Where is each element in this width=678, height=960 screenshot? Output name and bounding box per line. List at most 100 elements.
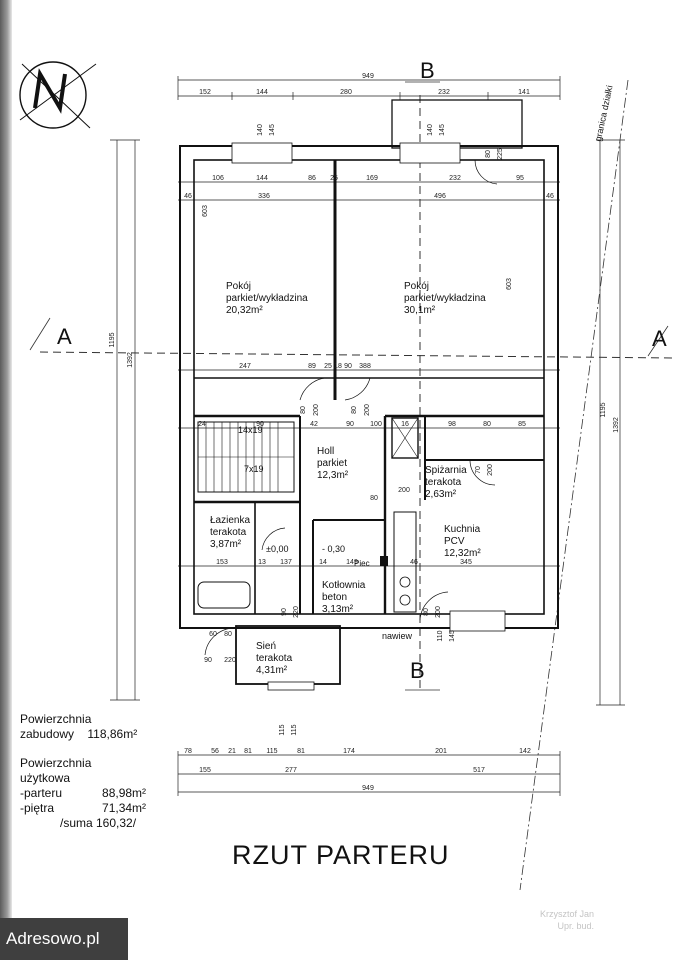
window-dim-label: 80 [485, 150, 492, 158]
window-dim-label: 145 [439, 124, 446, 136]
section-a-right: A [652, 326, 667, 351]
window-dim-label: 145 [449, 630, 456, 642]
dim-room-top: 496 [434, 193, 446, 200]
door-dim-label: 200 [364, 404, 371, 416]
dim-mid: 18 [334, 363, 342, 370]
dim-mid: 90 [344, 363, 352, 370]
suma-row: /suma 160,32/ [60, 816, 137, 830]
door-dim-label: 90 [281, 608, 288, 616]
adresowo-watermark[interactable]: Adresowo.pl [0, 918, 128, 960]
window-dim-label: 115 [279, 724, 286, 735]
dim-top-total: 949 [362, 73, 374, 80]
dim-lower: 14 [319, 559, 327, 566]
dim-room-top: 46 [184, 193, 192, 200]
uzytkowa-label-2: użytkowa [20, 771, 71, 785]
dim-right-vert: 603 [506, 278, 513, 290]
dim-bottom-row1: 81 [297, 748, 305, 755]
dim-bottom-row2: 155 [199, 767, 211, 774]
dim-lower: 149 [346, 559, 358, 566]
plot-boundary-line [519, 79, 629, 891]
section-a-left: A [57, 324, 72, 349]
dim-top-row: 152 [199, 89, 211, 96]
dim-mid: 89 [308, 363, 316, 370]
window-dim-label: 145 [269, 124, 276, 136]
dim-bottom-row1: 174 [343, 748, 355, 755]
stairs-label-1: 14x19 [238, 425, 263, 435]
dim-right-vert: 1392 [613, 417, 620, 433]
door-dim-label: 70 [475, 466, 482, 474]
dim-bottom-row1: 142 [519, 748, 531, 755]
dim-hall: 98 [448, 421, 456, 428]
dim-top-row: 280 [340, 89, 352, 96]
dim-hall: 100 [370, 421, 382, 428]
door-dim-label: 80 [370, 495, 378, 502]
dim-inner-top: 106 [212, 175, 224, 182]
level-marker-1: ±0,00 [266, 544, 289, 554]
dim-mid: 25 [324, 363, 332, 370]
door-dim-label: 200 [398, 487, 410, 494]
dim-bottom-row1: 21 [228, 748, 236, 755]
dim-room-top: 336 [258, 193, 270, 200]
dim-right-vert: 1195 [600, 402, 607, 417]
dim-hall: 80 [483, 421, 491, 428]
dim-hall: 85 [518, 421, 526, 428]
dim-hall: 90 [346, 421, 354, 428]
dim-inner-top: 25 [330, 175, 338, 182]
window-dim-label: 140 [427, 124, 434, 136]
dim-left-vert: 1195 [109, 332, 116, 347]
dim-inner-top: 232 [449, 175, 461, 182]
door-dim-label: 220 [293, 606, 300, 618]
section-b-top: B [420, 58, 435, 83]
zabudowy-row: zabudowy 118,86m² [20, 727, 138, 741]
dim-room-top: 46 [546, 193, 554, 200]
window-dim-label: 110 [437, 630, 444, 641]
dim-inner-top: 86 [308, 175, 316, 182]
dim-top-row: 144 [256, 89, 268, 96]
scan-edge [0, 0, 12, 960]
window-dim-label: 140 [257, 124, 264, 136]
dim-bottom-row2: 517 [473, 767, 485, 774]
window-dim-label: 225 [497, 148, 504, 160]
door-dim-label: 220 [224, 657, 236, 664]
dim-hall: 90 [256, 421, 264, 428]
dim-inner-top: 169 [366, 175, 378, 182]
piec-label: Piec [354, 559, 370, 568]
door-dim-label: 200 [313, 404, 320, 416]
window-dim-label: 115 [291, 724, 298, 735]
dim-bottom-row1: 201 [435, 748, 447, 755]
dim-top-row: 232 [438, 89, 450, 96]
dim-hall: 16 [401, 421, 409, 428]
dim-left-vert: 1392 [127, 352, 134, 368]
dim-mid: 388 [359, 363, 371, 370]
dim-inner-top: 95 [516, 175, 524, 182]
door-dim-label: 80 [351, 406, 358, 414]
dim-mid: 247 [239, 363, 251, 370]
dim-top-row: 141 [518, 89, 530, 96]
dim-hall: 42 [310, 421, 318, 428]
dim-bottom-row2: 277 [285, 767, 297, 774]
dim-bottom-total: 949 [362, 785, 374, 792]
dim-lower: 13 [258, 559, 266, 566]
furnace-icon [380, 556, 388, 566]
dim-bottom-row1: 115 [266, 748, 277, 755]
dim-lower: 137 [280, 559, 292, 566]
door-dim-label: 80 [224, 631, 232, 638]
dim-bottom-row1: 81 [244, 748, 252, 755]
door-dim-label: 90 [204, 657, 212, 664]
dim-bottom-row1: 78 [184, 748, 192, 755]
stairs-label-2: 7x19 [244, 464, 264, 474]
section-b-bottom: B [410, 658, 425, 683]
nawiew-label: nawiew [382, 631, 413, 641]
zabudowy-label-1: Powierzchnia [20, 712, 92, 726]
drawing-title: RZUT PARTERU [232, 840, 450, 870]
dim-hall: 24 [198, 421, 206, 428]
